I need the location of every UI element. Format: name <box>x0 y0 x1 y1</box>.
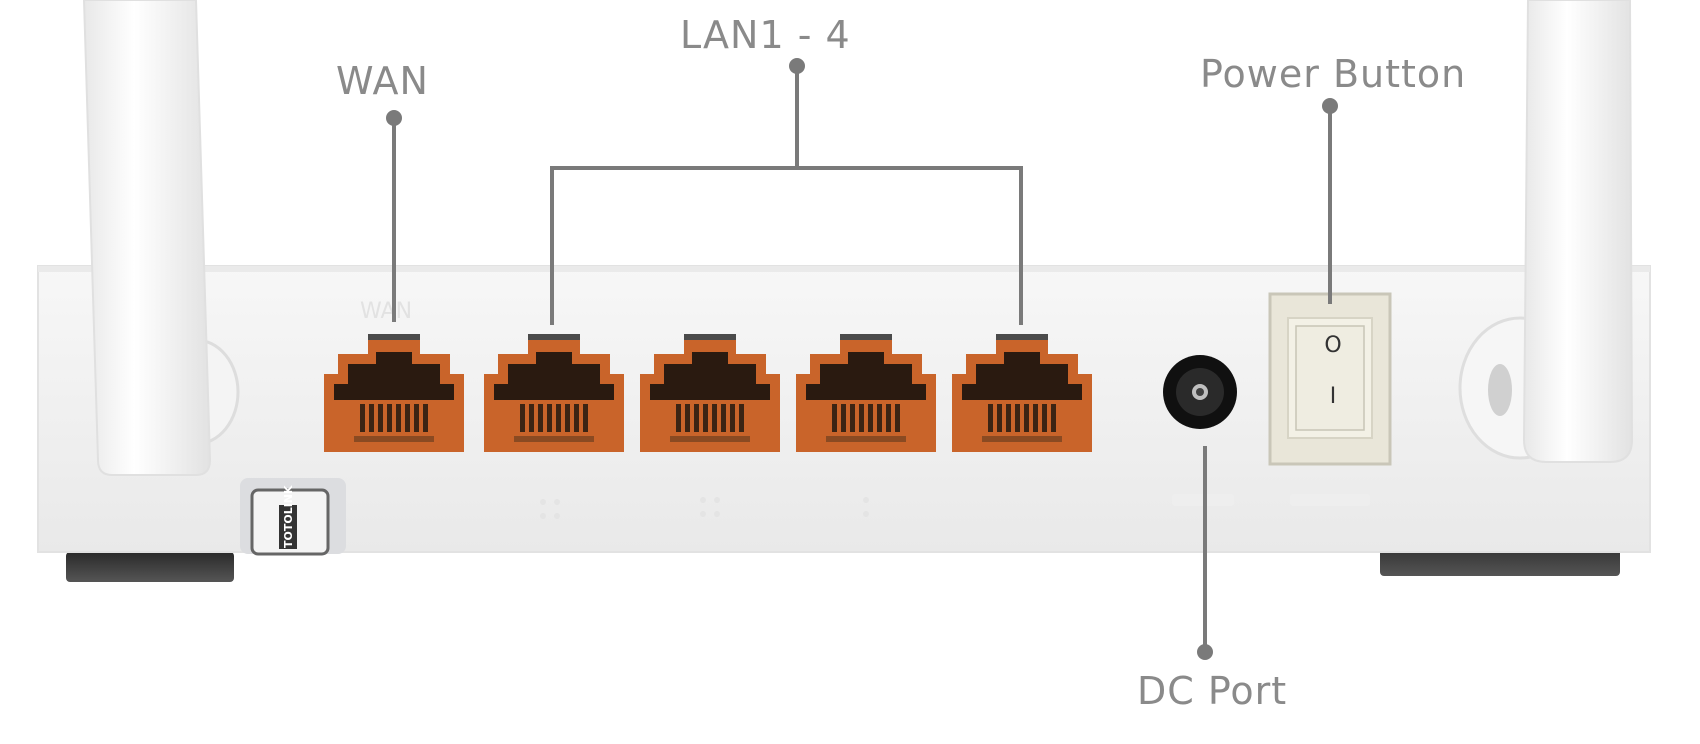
lan-port-2[interactable] <box>640 334 780 452</box>
lan-port-4-tab <box>996 334 1048 340</box>
lan-port-4-pin <box>1051 404 1056 432</box>
lan-port-3-pin <box>832 404 837 432</box>
lan-port-1-tab <box>528 334 580 340</box>
wan-port-pin <box>360 404 365 432</box>
lan-port-1-pin <box>574 404 579 432</box>
power-off-symbol: O <box>1324 333 1341 358</box>
power-on-symbol: I <box>1330 384 1337 409</box>
lan-port-1-pin <box>565 404 570 432</box>
lan-port-2-strip <box>670 436 750 442</box>
lan-port-1-pin <box>538 404 543 432</box>
wan-port-tab <box>368 334 420 340</box>
lan-port-2-pin <box>712 404 717 432</box>
wan-port-pin <box>414 404 419 432</box>
wan-port-pin <box>423 404 428 432</box>
wan-port-pin <box>405 404 410 432</box>
lan-port-4-strip <box>982 436 1062 442</box>
lan-port-3[interactable] <box>796 334 936 452</box>
lan-port-3-pin <box>895 404 900 432</box>
lan-port-1-pin <box>529 404 534 432</box>
lan-port-2-pin <box>676 404 681 432</box>
dc-power-jack[interactable] <box>1163 355 1237 429</box>
lan-port-2-pin <box>694 404 699 432</box>
lan-port-3-tab <box>840 334 892 340</box>
lan-port-3-pin <box>850 404 855 432</box>
wan-port-pin <box>387 404 392 432</box>
lan-port-3-cavity <box>806 352 926 400</box>
lan-port-4-cavity <box>962 352 1082 400</box>
dc-port-callout-label: DC Port <box>1137 669 1288 713</box>
lan-port-2-pin <box>685 404 690 432</box>
callout-dots <box>386 58 1338 660</box>
lan-callout-label: LAN1 - 4 <box>680 13 851 57</box>
lan-port-2-pin <box>721 404 726 432</box>
wan-port-pin <box>378 404 383 432</box>
lan-port-3-pin <box>868 404 873 432</box>
side-sticker-text: TOTOLINK <box>282 485 295 548</box>
lan-port-1-pin <box>556 404 561 432</box>
lan-port-4-pin <box>988 404 993 432</box>
wan-port[interactable] <box>324 334 464 452</box>
lan-port-1-pin <box>583 404 588 432</box>
lan-port-4-pin <box>1033 404 1038 432</box>
lan-port-3-strip <box>826 436 906 442</box>
lan-port-4-pin <box>997 404 1002 432</box>
router-body-top-edge <box>38 266 1650 272</box>
lan-port-4-pin <box>1042 404 1047 432</box>
lan-port-4[interactable] <box>952 334 1092 452</box>
callout-leaders <box>392 66 1332 652</box>
ethernet-ports <box>324 334 1092 452</box>
lan-port-4-pin <box>1006 404 1011 432</box>
lan-port-1-pin <box>547 404 552 432</box>
wan-port-strip <box>354 436 434 442</box>
power-switch[interactable]: O I <box>1268 292 1392 466</box>
lan-port-2-pin <box>730 404 735 432</box>
lan-port-2-pin <box>703 404 708 432</box>
power-button-callout-label: Power Button <box>1200 52 1467 96</box>
lan-port-3-pin <box>841 404 846 432</box>
antenna-left <box>82 0 212 476</box>
wan-port-pin <box>396 404 401 432</box>
lan-port-3-pin <box>886 404 891 432</box>
wan-port-pin <box>369 404 374 432</box>
lan-port-1-pin <box>520 404 525 432</box>
lan-port-2-cavity <box>650 352 770 400</box>
lan-port-1-strip <box>514 436 594 442</box>
lan-port-1[interactable] <box>484 334 624 452</box>
body-wan-emboss: WAN <box>360 299 412 324</box>
router-foot-left <box>66 552 234 582</box>
wan-callout-label: WAN <box>336 59 429 103</box>
port-led-dots <box>540 497 869 519</box>
lan-port-2-tab <box>684 334 736 340</box>
lan-port-4-pin <box>1015 404 1020 432</box>
lan-port-1-cavity <box>494 352 614 400</box>
antenna-right <box>1522 0 1634 463</box>
lan-port-3-pin <box>859 404 864 432</box>
lan-port-3-pin <box>877 404 882 432</box>
wan-port-cavity <box>334 352 454 400</box>
lan-port-2-pin <box>739 404 744 432</box>
lan-port-4-pin <box>1024 404 1029 432</box>
